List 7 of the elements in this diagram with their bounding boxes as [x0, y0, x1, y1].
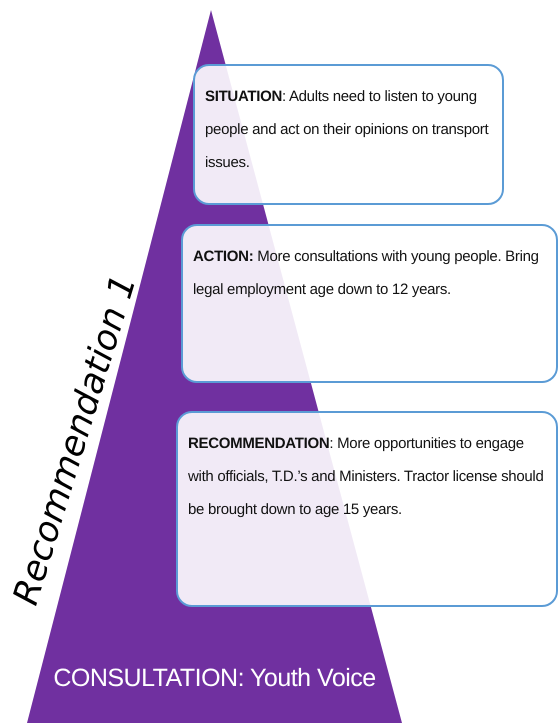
text-box [176, 411, 558, 607]
statement-text: SITUATION: Adults need to listen to young people and act on their opinions on transport issues. [205, 87, 490, 173]
text-box [193, 64, 504, 205]
statement-text: ACTION: More consultations with young people. Bring legal employment age down to 12 years. [193, 247, 540, 300]
text-box [181, 224, 558, 383]
statement-text: RECOMMENDATION: More opportunities to engage with officials, T.D.’s and Ministers. Tractor license should be brought down to age 15 years. [188, 434, 544, 520]
pyramid-base-label: CONSULTATION: Youth Voice [52, 664, 377, 693]
